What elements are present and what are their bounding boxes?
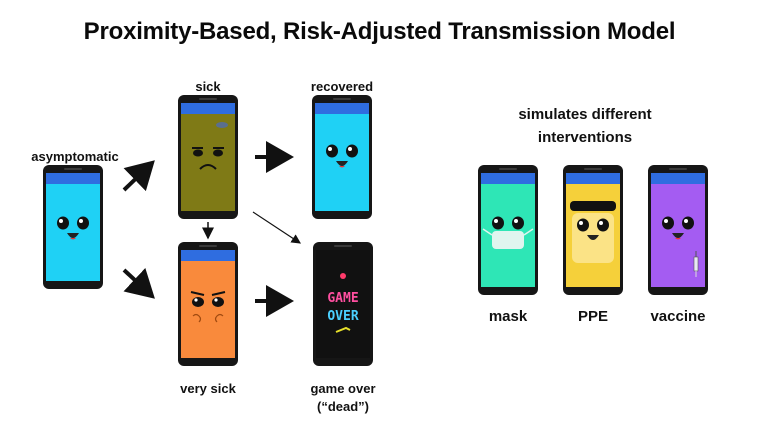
intervention-label-vaccine: vaccine (650, 308, 706, 325)
game-over-screen: GAME OVER (327, 273, 359, 333)
mask-face-icon (482, 216, 534, 249)
intervention-label-mask: mask (488, 308, 528, 325)
phone-very-sick (178, 242, 238, 366)
ppe-face-icon (570, 201, 616, 263)
phone-game-over: GAME OVER (313, 242, 373, 366)
interventions-heading-line1: simulates different (518, 106, 652, 123)
happy-face-icon (57, 216, 89, 240)
syringe-icon (693, 251, 699, 277)
arrow-sick-to-game-over (252, 211, 302, 244)
phone-sick (178, 95, 238, 219)
phone-recovered (312, 95, 372, 219)
vaccine-face-icon (662, 216, 699, 277)
interventions-heading-line2: interventions (537, 129, 633, 146)
phone-vaccine (648, 165, 708, 295)
phone-mask (478, 165, 538, 295)
game-over-line1: GAME (327, 291, 358, 306)
very-sick-face-icon (190, 291, 226, 323)
arrow-asymptomatic-to-sick (122, 160, 155, 192)
arrow-asymptomatic-to-very-sick (122, 267, 155, 299)
game-over-line2: OVER (327, 309, 358, 324)
state-label-game-over: game over (310, 381, 376, 396)
state-label-sick: sick (195, 79, 221, 94)
sick-face-icon (192, 122, 228, 170)
state-label-asymptomatic: asymptomatic (31, 149, 119, 164)
phone-ppe (563, 165, 623, 295)
state-label-very-sick: very sick (180, 381, 236, 396)
state-label-dead: (“dead”) (317, 399, 369, 414)
phone-asymptomatic (43, 165, 103, 289)
intervention-label-ppe: PPE (577, 308, 608, 325)
page-title: Proximity-Based, Risk-Adjusted Transmiss… (83, 18, 676, 45)
state-label-recovered: recovered (310, 79, 374, 94)
happy-face-icon (326, 144, 358, 168)
